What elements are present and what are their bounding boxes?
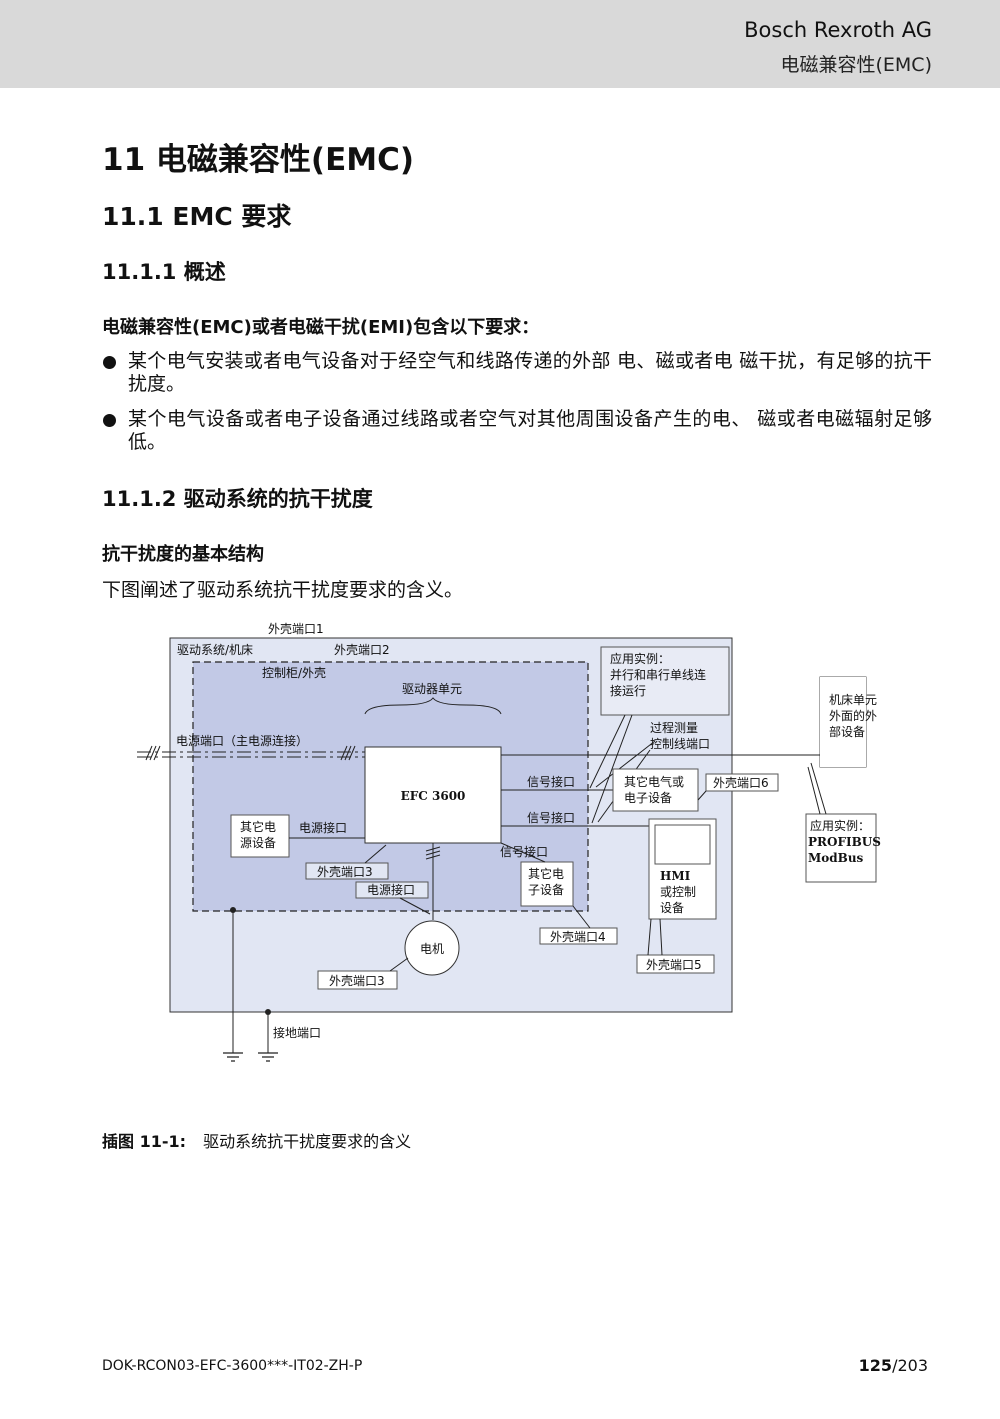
ground-symbol-2-icon (258, 1052, 278, 1062)
signal-leader-3 (500, 842, 546, 863)
enclosure-port-3-label: 外壳端口3 (317, 865, 373, 879)
bullet-text: 某个电气设备或者电子设备通过线路或者空气对其他周围设备产生的电、 磁或者电磁辐射… (128, 408, 932, 453)
hmi-screen-icon (654, 824, 711, 865)
port-3b-leader (389, 957, 409, 972)
enclosure-port-3b-label: 外壳端口3 (329, 974, 385, 988)
enclosure-port-5-label: 外壳端口5 (646, 958, 702, 972)
enclosure-port-3b-box (317, 970, 398, 990)
page-total: /203 (892, 1356, 928, 1375)
cable-hatch-right (340, 745, 356, 761)
other-electrical-line1: 其它电气或 (624, 774, 684, 789)
ground-symbol-1-icon (223, 1052, 243, 1062)
enclosure-port-1-label: 外壳端口1 (268, 622, 324, 636)
other-electronic-line1: 其它电 (528, 866, 564, 881)
process-measure-line2: 控制线端口 (650, 737, 710, 751)
power-port-main-label: 电源端口（主电源连接） (176, 733, 308, 748)
drive-unit-label: 驱动器单元 (402, 682, 462, 696)
enclosure-port-3-box (305, 862, 389, 880)
port-3-leader (364, 844, 387, 864)
application-parallel-box (600, 646, 730, 716)
signal-interface-3: 信号接口 (500, 844, 548, 859)
enclosure-port-5-box (636, 954, 715, 974)
header-band (0, 0, 1000, 88)
hmi-line3: 设备 (660, 901, 684, 915)
figure-caption-text: 驱动系统抗干扰度要求的含义 (203, 1132, 412, 1151)
emc-diagram: 外壳端口1 驱动系统/机床 外壳端口2 控制柜/外壳 驱动器单元 应用实例： 并… (120, 612, 920, 1072)
section-title: 11.1 EMC 要求 (102, 202, 292, 231)
port-5-leader (647, 918, 663, 956)
profibus-leader (807, 762, 827, 815)
ground-port-label: 接地端口 (273, 1025, 321, 1040)
external-equipment-box (820, 677, 866, 767)
other-electrical-box (612, 768, 699, 812)
motor-cable-hatch (425, 846, 441, 860)
power-interface-box-2 (355, 881, 429, 899)
list-item: 某个电气设备或者电子设备通过线路或者空气对其他周围设备产生的电、 磁或者电磁辐射… (102, 408, 932, 454)
list-item: 某个电气安装或者电气设备对于经空气和线路传递的外部 电、磁或者电 磁干扰，有足够… (102, 350, 932, 396)
figure-caption-label: 插图 11-1: (102, 1132, 187, 1151)
application-profibus-line1: PROFIBUS (808, 835, 881, 849)
enclosure-port-4-label: 外壳端口4 (550, 930, 606, 944)
subsection-title-immunity: 11.1.2 驱动系统的抗干扰度 (102, 487, 373, 511)
footer-page-number: 125/203 (859, 1356, 928, 1375)
efc-unit-box (364, 746, 502, 844)
overview-bullet-list: 某个电气安装或者电气设备对于经空气和线路传递的外部 电、磁或者电 磁干扰，有足够… (102, 350, 932, 466)
drive-unit-brace (364, 697, 502, 715)
figure-caption: 插图 11-1: 驱动系统抗干扰度要求的含义 (102, 1128, 411, 1152)
bullet-icon (103, 356, 116, 369)
application-profibus-line2: ModBus (808, 851, 864, 865)
port-6-leader (697, 790, 707, 801)
process-measure-line1: 过程测量 (650, 720, 698, 735)
page-current: 125 (858, 1356, 893, 1375)
application-parallel-line2: 接运行 (610, 683, 646, 698)
header-section: 电磁兼容性(EMC) (780, 54, 933, 76)
power-interface-label-2: 电源接口 (367, 882, 415, 897)
bullet-icon (103, 414, 116, 427)
external-equipment-line3: 部设备 (829, 724, 865, 739)
efc-unit-label: EFC 3600 (401, 789, 466, 803)
motor-circle (404, 920, 460, 976)
chapter-title: 11 电磁兼容性(EMC) (102, 142, 415, 178)
cable-hatch-left (145, 745, 161, 761)
signal-interface-2: 信号接口 (527, 810, 575, 825)
header-company: Bosch Rexroth AG (744, 18, 932, 42)
application-parallel-title: 应用实例： (610, 651, 670, 666)
enclosure-port-4-box (539, 927, 618, 945)
application-parallel-line1: 并行和串行单线连 (610, 667, 706, 682)
emc-diagram-svg: 外壳端口1 驱动系统/机床 外壳端口2 控制柜/外壳 驱动器单元 应用实例： 并… (137, 622, 881, 1062)
immunity-subheading: 抗干扰度的基本结构 (102, 544, 264, 565)
hmi-line2: 或控制 (660, 885, 696, 899)
other-electronic-line2: 子设备 (528, 883, 564, 897)
immunity-intro: 下图阐述了驱动系统抗干扰度要求的含义。 (102, 579, 464, 601)
enclosure-port-6-box (705, 773, 779, 792)
other-power-line1: 其它电 (240, 819, 276, 834)
hmi-line1: HMI (660, 869, 691, 883)
application-leader-lines (589, 714, 656, 824)
drive-system-label: 驱动系统/机床 (177, 643, 253, 657)
footer-doc-id: DOK-RCON03-EFC-3600***-IT02-ZH-P (102, 1358, 363, 1374)
power-interface-leader (399, 897, 431, 915)
signal-interface-1: 信号接口 (527, 774, 575, 789)
subsection-title-overview: 11.1.1 概述 (102, 260, 226, 284)
application-profibus-box (805, 813, 877, 883)
control-cabinet-label: 控制柜/外壳 (262, 666, 326, 680)
overview-lead: 电磁兼容性(EMC)或者电磁干扰(EMI)包含以下要求： (102, 317, 540, 338)
other-power-box (230, 814, 290, 858)
motor-label: 电机 (420, 942, 444, 956)
application-profibus-title: 应用实例： (810, 818, 870, 833)
power-interface-label: 电源接口 (299, 820, 347, 835)
other-electrical-line2: 电子设备 (624, 791, 672, 805)
other-electronic-box (520, 861, 574, 907)
port-4-leader (572, 905, 591, 929)
bullet-text: 某个电气安装或者电气设备对于经空气和线路传递的外部 电、磁或者电 磁干扰，有足够… (128, 350, 932, 395)
enclosure-port-2-label: 外壳端口2 (334, 643, 390, 657)
external-equipment-line1: 机床单元 (829, 693, 877, 707)
external-equipment-line2: 外面的外 (829, 708, 877, 723)
enclosure-port-6-label: 外壳端口6 (713, 776, 769, 790)
other-power-line2: 源设备 (240, 836, 276, 850)
